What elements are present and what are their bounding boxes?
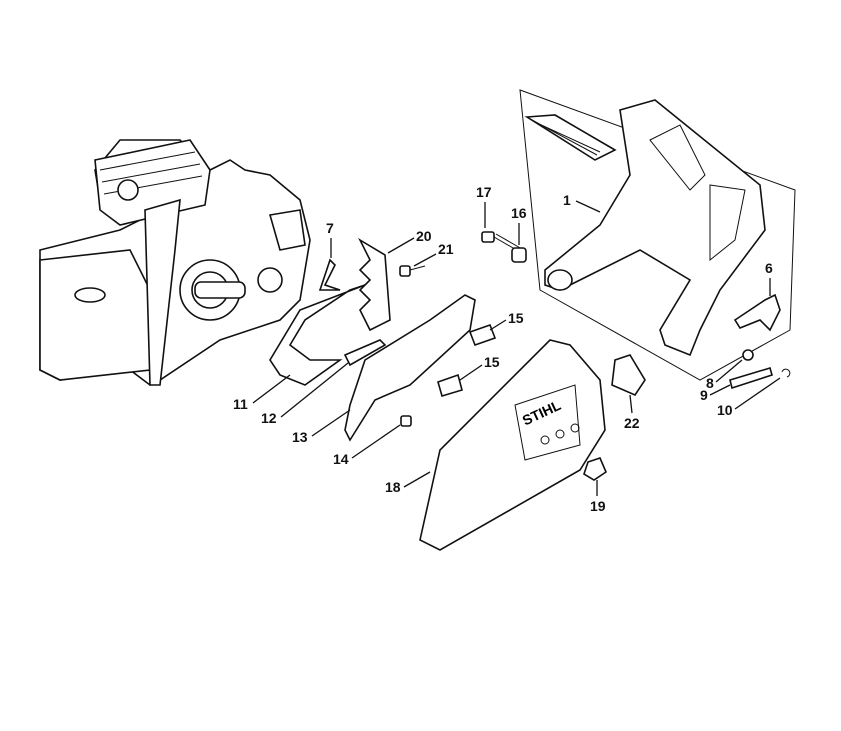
part-21-screw bbox=[399, 265, 411, 277]
engine-housing bbox=[39, 139, 311, 386]
part-13-cover bbox=[344, 294, 476, 442]
part-18-sprocket-cover: STIHL bbox=[419, 339, 646, 551]
part-17-screw bbox=[481, 231, 495, 243]
svg-text:18: 18 bbox=[385, 479, 401, 495]
callout-15a: 15 bbox=[489, 310, 524, 331]
callout-1: 1 bbox=[563, 192, 601, 213]
part-7-spring bbox=[318, 258, 341, 291]
svg-text:12: 12 bbox=[261, 410, 277, 426]
part-14-screw bbox=[400, 415, 412, 427]
part-19-nut bbox=[583, 457, 607, 481]
callout-18: 18 bbox=[385, 471, 431, 495]
callout-21: 21 bbox=[413, 241, 454, 267]
part-8-washer bbox=[742, 349, 754, 361]
part-20-spike bbox=[358, 237, 391, 332]
svg-text:13: 13 bbox=[292, 429, 308, 445]
part-15a-nut bbox=[468, 323, 497, 347]
small-right-parts bbox=[729, 293, 791, 390]
callout-16: 16 bbox=[511, 205, 527, 245]
svg-text:19: 19 bbox=[590, 498, 606, 514]
part-12-spring bbox=[343, 339, 387, 367]
svg-text:10: 10 bbox=[717, 402, 733, 418]
callouts: 1 17 16 20 21 7 6 15 15 11 12 13 14 8 9 … bbox=[233, 184, 781, 514]
part-6-lever bbox=[733, 293, 781, 332]
svg-text:21: 21 bbox=[438, 241, 454, 257]
callout-11: 11 bbox=[233, 374, 291, 412]
part-16-sleeve bbox=[511, 247, 527, 263]
part-1-hand-guard bbox=[519, 89, 796, 381]
part-10-clip bbox=[781, 368, 791, 378]
svg-text:15: 15 bbox=[484, 354, 500, 370]
callout-19: 19 bbox=[590, 480, 606, 514]
callout-13: 13 bbox=[292, 409, 351, 445]
callout-17: 17 bbox=[476, 184, 492, 228]
callout-8: 8 bbox=[706, 359, 743, 391]
small-parts bbox=[269, 231, 527, 442]
svg-text:6: 6 bbox=[765, 260, 773, 276]
svg-text:14: 14 bbox=[333, 451, 349, 467]
callout-12: 12 bbox=[261, 362, 349, 426]
svg-text:1: 1 bbox=[563, 192, 571, 208]
callout-20: 20 bbox=[387, 228, 432, 254]
callout-15b: 15 bbox=[459, 354, 500, 381]
callout-9: 9 bbox=[700, 384, 731, 403]
callout-22: 22 bbox=[624, 394, 640, 431]
svg-text:11: 11 bbox=[233, 396, 248, 412]
part-22-tensioner bbox=[611, 354, 646, 397]
svg-text:16: 16 bbox=[511, 205, 527, 221]
callout-7: 7 bbox=[326, 220, 334, 258]
svg-text:20: 20 bbox=[416, 228, 432, 244]
part-15b-nut bbox=[437, 373, 463, 397]
svg-text:17: 17 bbox=[476, 184, 492, 200]
callout-14: 14 bbox=[333, 424, 401, 467]
part-11-brake-band bbox=[269, 284, 366, 386]
callout-10: 10 bbox=[717, 377, 781, 418]
callout-6: 6 bbox=[765, 260, 773, 296]
svg-text:7: 7 bbox=[326, 220, 334, 236]
part-9-plate bbox=[729, 367, 773, 390]
svg-text:15: 15 bbox=[508, 310, 524, 326]
svg-text:22: 22 bbox=[624, 415, 640, 431]
svg-text:9: 9 bbox=[700, 387, 708, 403]
svg-text:8: 8 bbox=[706, 375, 714, 391]
